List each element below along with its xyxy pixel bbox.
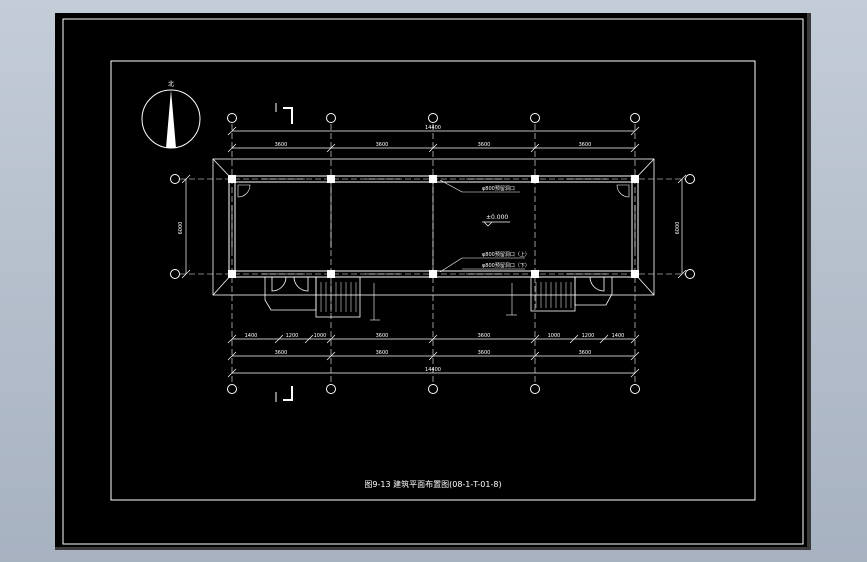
entrance-left	[264, 276, 361, 318]
dim-bottom-5: 3600	[478, 333, 491, 339]
drawing-sheet: 北	[55, 13, 811, 550]
stairs-left	[320, 282, 357, 312]
dimension-side-right	[677, 174, 687, 279]
windows-top	[231, 178, 636, 275]
sheet-border	[62, 18, 804, 545]
drawing-frame	[110, 60, 756, 501]
drawing-title: 图9-13 建筑平面布置图(08-1-T-01-8)	[364, 479, 501, 489]
dim-bay-3: 3600	[478, 142, 491, 148]
dim-bays-top: 3600 3600 3600 3600	[275, 142, 592, 148]
dim-bottom-bay-4: 3600	[579, 350, 592, 356]
section-marker-bottom	[275, 386, 293, 402]
dimension-side-left	[181, 174, 191, 279]
dim-bottom-3: 1000	[314, 333, 327, 339]
dim-side-right: 6000	[675, 222, 681, 235]
dim-bottom-bay-2: 3600	[376, 350, 389, 356]
floor-plan-drawing: 北	[62, 18, 804, 545]
dim-bottom-bay-3: 3600	[478, 350, 491, 356]
dimensions-top	[227, 126, 640, 153]
dim-bottom-7: 1200	[582, 333, 595, 339]
hole-leaders	[439, 179, 525, 273]
dim-bay-1: 3600	[275, 142, 288, 148]
dim-side-left: 6000	[178, 222, 184, 235]
north-arrow-icon: 北	[141, 80, 201, 149]
section-drop-lines	[370, 283, 517, 321]
dim-bottom-2: 1200	[286, 333, 299, 339]
dim-bay-2: 3600	[376, 142, 389, 148]
dim-overall-bottom: 14400	[425, 367, 441, 373]
axis-bubbles-side	[170, 174, 695, 279]
dim-bottom-4: 3600	[376, 333, 389, 339]
axis-bubbles-bottom	[227, 384, 640, 394]
elevation-label: ±0.000	[486, 214, 508, 221]
dim-bay-4: 3600	[579, 142, 592, 148]
hole-label-1: φ800预留洞口	[482, 185, 515, 192]
dim-bottom-bay-1: 3600	[275, 350, 288, 356]
entrance-right	[530, 276, 613, 312]
dimensions-bottom	[227, 334, 640, 378]
dim-bottom-1: 1400	[245, 333, 258, 339]
dim-bottom-6: 1000	[548, 333, 561, 339]
corner-doors	[237, 184, 630, 198]
columns	[228, 175, 639, 278]
hole-label-2: φ800预留洞口（上）	[482, 251, 530, 258]
stairs-right	[535, 282, 572, 308]
north-label: 北	[168, 80, 174, 88]
elevation-marker: ±0.000	[482, 214, 510, 227]
dim-bottom-8: 1400	[612, 333, 625, 339]
section-marker-top	[275, 103, 293, 124]
axis-bubbles-top	[227, 113, 640, 123]
hole-label-3: φ800预留洞口（下）	[482, 262, 530, 269]
partitions	[330, 182, 434, 271]
dim-overall-top: 14400	[425, 125, 441, 131]
dim-bays-bottom: 1400 1200 1000 3600 3600 1000 1200 1400 …	[245, 333, 625, 356]
walls	[228, 175, 639, 278]
axis-grid	[180, 124, 690, 384]
